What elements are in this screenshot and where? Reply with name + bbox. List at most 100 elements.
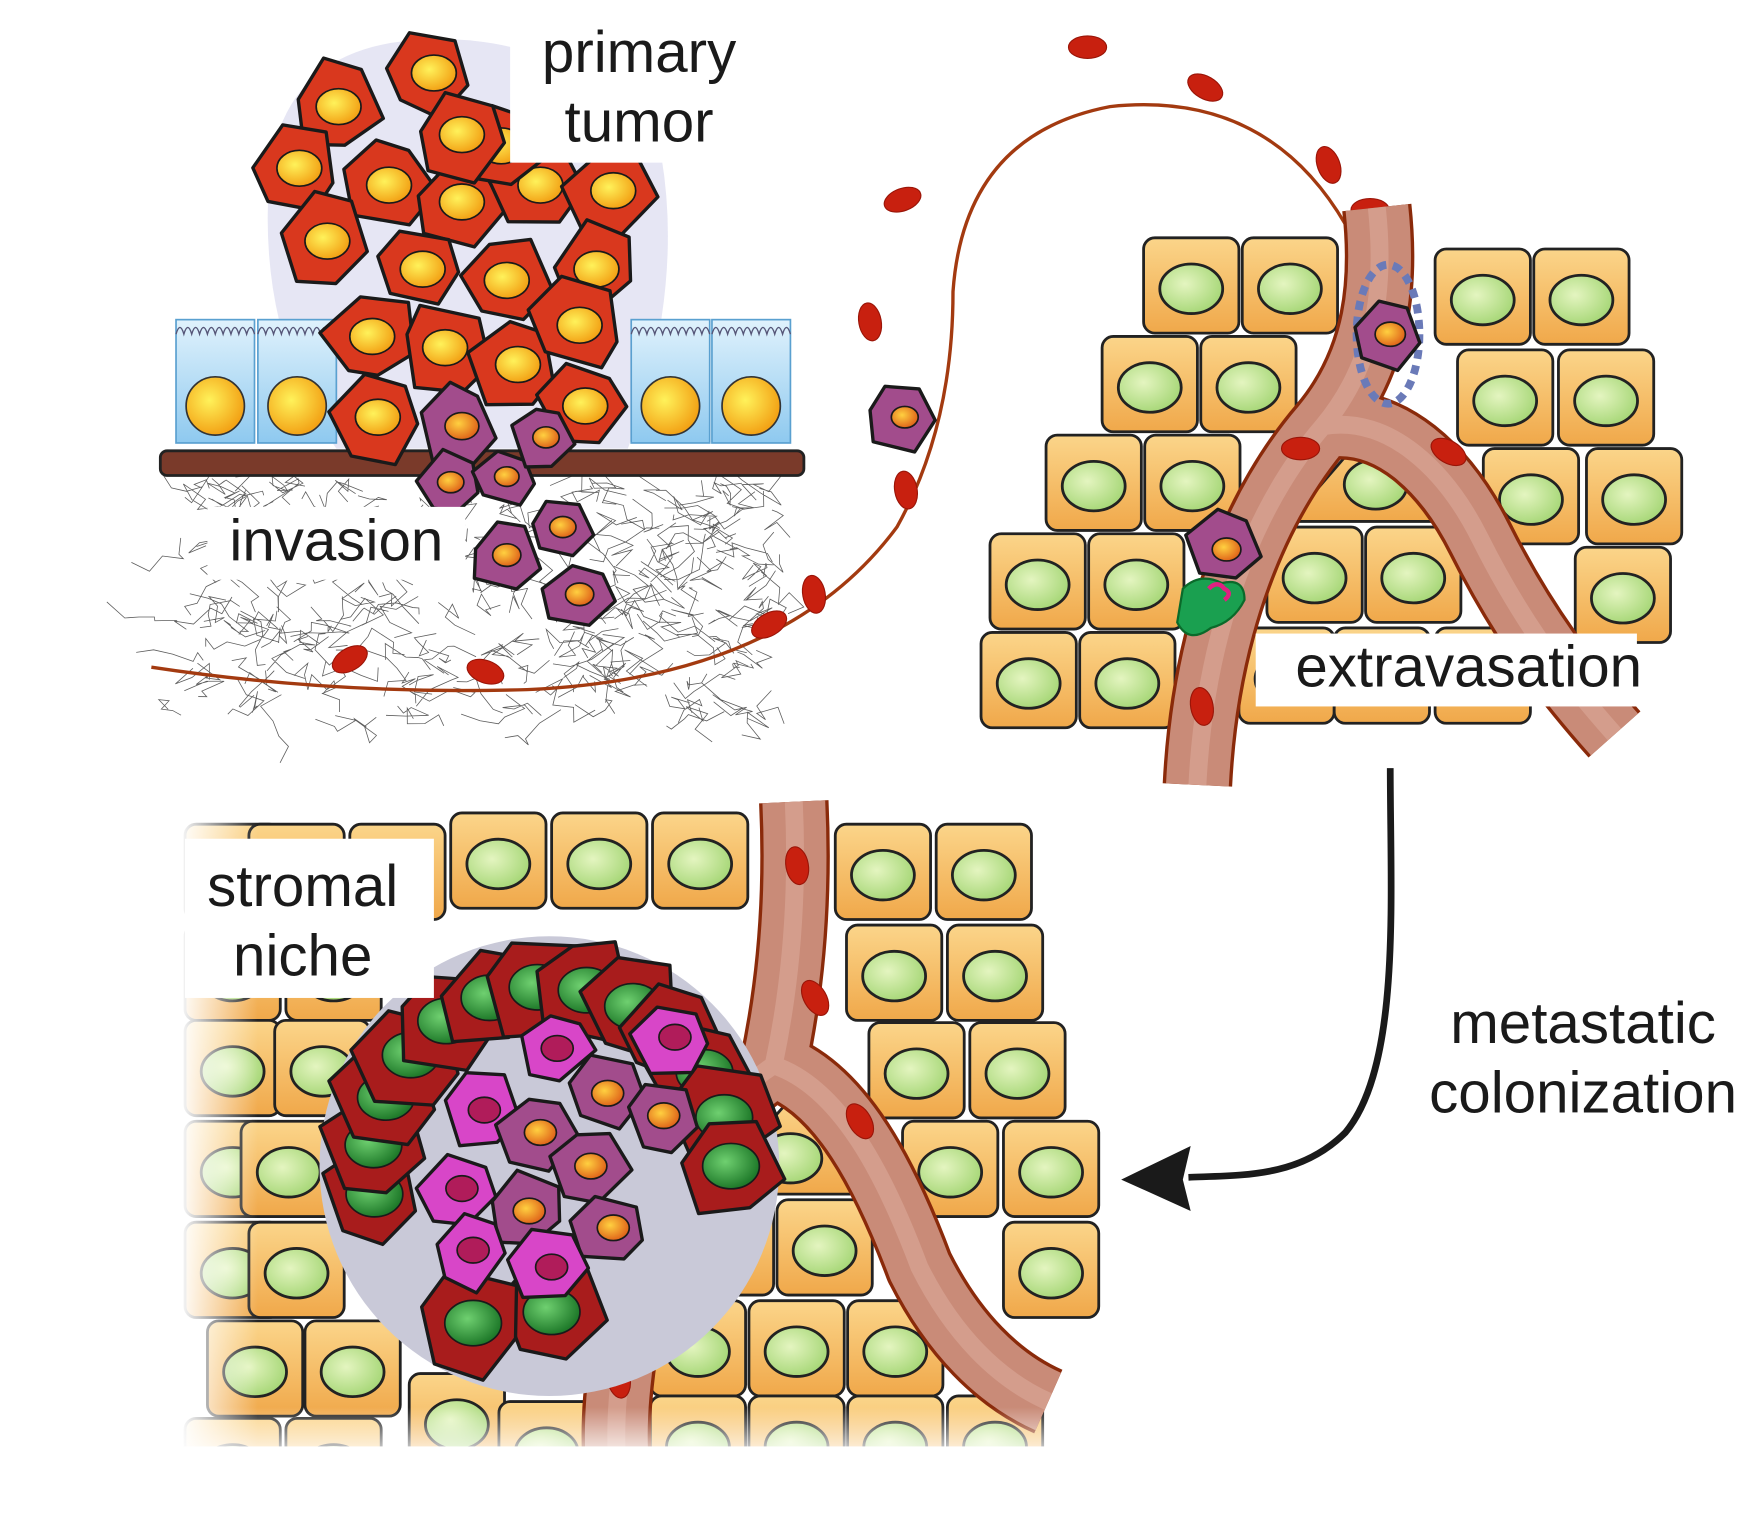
label-metastatic-colonization-line: colonization <box>1429 1060 1737 1125</box>
colonizing-tumor-cell <box>435 1211 507 1295</box>
microvilli <box>175 326 256 337</box>
nucleus <box>465 837 532 891</box>
colonizing-tumor-cell <box>505 1227 591 1300</box>
invading-cell <box>540 563 617 627</box>
nucleus <box>399 250 446 288</box>
tissue-cell <box>1002 1119 1101 1218</box>
nucleus <box>590 171 637 210</box>
nucleus <box>890 405 920 429</box>
tissue-cell <box>1585 447 1684 546</box>
colonizing-tumor-cell <box>568 1194 645 1261</box>
metastatic-tissue <box>179 800 1110 1525</box>
nucleus <box>1374 321 1407 348</box>
nucleus <box>561 387 609 425</box>
nucleus <box>1573 374 1639 428</box>
nucleus <box>185 375 246 436</box>
nucleus <box>962 949 1028 1003</box>
nucleus <box>1472 374 1539 428</box>
tissue-cell <box>1532 247 1631 346</box>
label-invasion: invasion <box>207 506 466 580</box>
tissue-cell <box>747 1299 846 1398</box>
tumor-cell <box>405 303 492 394</box>
nucleus <box>950 848 1017 902</box>
nucleus <box>596 1214 631 1242</box>
stromal-niche <box>318 936 787 1396</box>
red-blood-cell <box>1430 437 1467 467</box>
niche-cell <box>680 1119 787 1216</box>
invading-cell <box>472 520 543 591</box>
nucleus <box>995 657 1062 710</box>
nucleus <box>1103 558 1170 611</box>
tumor-cell <box>376 229 461 306</box>
colonizing-tumor-cell <box>567 1053 647 1131</box>
nucleus <box>658 1023 692 1051</box>
epithelial-cell <box>175 318 256 444</box>
nucleus <box>1548 273 1615 327</box>
tumor-cell <box>296 56 386 147</box>
nucleus <box>354 398 402 436</box>
label-background <box>510 0 752 163</box>
nucleus <box>564 582 595 607</box>
nucleus <box>861 949 927 1003</box>
nucleus <box>319 1345 386 1399</box>
colonizing-tumor-cell <box>490 1168 562 1246</box>
label-metastatic-colonization-line: metastatic <box>1450 991 1716 1056</box>
nucleus <box>721 375 782 436</box>
niche-cell <box>419 1267 519 1382</box>
nucleus <box>791 1224 858 1277</box>
nucleus <box>443 1299 503 1347</box>
epithelial-cell <box>257 318 338 444</box>
red-blood-cell <box>785 846 810 886</box>
microvilli <box>711 326 792 337</box>
label-background <box>184 838 434 998</box>
tissue-cell <box>1087 532 1186 631</box>
tumor-cell <box>318 295 416 377</box>
nucleus <box>315 87 362 126</box>
colonizing-tumor-cell <box>520 1014 598 1083</box>
tissue-cell <box>945 923 1045 1022</box>
tissue-cell <box>1044 433 1143 532</box>
tumor-cell <box>327 372 420 467</box>
nucleus <box>1094 657 1161 710</box>
red-blood-cell <box>1187 73 1224 102</box>
label-extravasation-line: extravasation <box>1295 634 1642 699</box>
nucleus <box>763 1325 830 1378</box>
nucleus <box>701 1142 761 1190</box>
nucleus <box>421 328 469 367</box>
red-blood-cell <box>1315 146 1342 184</box>
nucleus <box>1257 262 1323 315</box>
tissue-cell <box>1364 525 1463 624</box>
nucleus <box>255 1146 322 1199</box>
nucleus <box>1380 551 1447 605</box>
nucleus <box>365 166 413 204</box>
nucleus <box>917 1146 984 1199</box>
tissue-cell <box>845 923 944 1022</box>
tissue-cell <box>1433 247 1532 346</box>
tissue-cell <box>968 1021 1067 1120</box>
tumor-cell <box>418 90 507 185</box>
nucleus <box>1158 262 1225 315</box>
tissue-cell <box>303 1319 402 1418</box>
tissue-cell <box>988 532 1087 631</box>
red-blood-cell <box>883 186 922 213</box>
tissue-cell <box>901 1119 1000 1218</box>
nucleus <box>548 515 577 539</box>
nucleus <box>1159 459 1226 513</box>
nucleus <box>1018 1247 1084 1300</box>
nucleus <box>883 1047 950 1100</box>
red-blood-cell <box>800 979 830 1016</box>
tissue-cell <box>934 822 1033 921</box>
nucleus <box>438 183 486 221</box>
tissue-cell <box>449 811 548 910</box>
nucleus <box>1498 473 1564 526</box>
colonizing-tumor-cell <box>626 1082 700 1155</box>
tissue-cell <box>1456 348 1555 447</box>
nucleus <box>534 1253 569 1281</box>
extravasating-cell <box>1352 260 1424 408</box>
nucleus <box>574 1152 608 1180</box>
tissue-cell <box>1142 236 1241 335</box>
tissue-cell <box>1240 236 1339 335</box>
